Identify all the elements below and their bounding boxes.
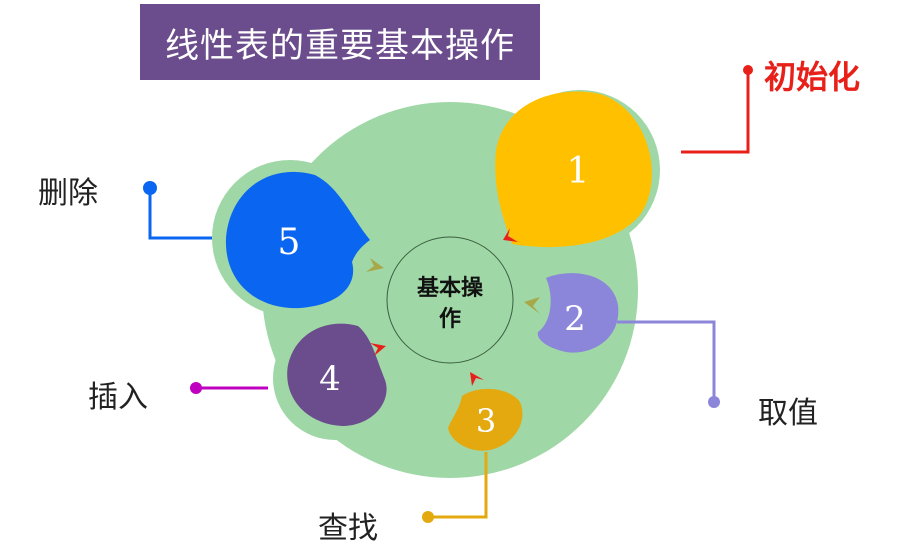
connector-get (617, 320, 716, 402)
connector-find (428, 452, 488, 519)
label-insert: 插入 (88, 380, 148, 415)
bubble-2 (537, 273, 619, 353)
arrow-marker-4 (370, 343, 386, 356)
connector-find-dot (422, 511, 434, 523)
connector-delete-dot (143, 181, 157, 195)
bubble-4 (287, 323, 387, 426)
connector-get-dot (708, 396, 720, 408)
center-text-line1: 基本操 (417, 276, 484, 301)
label-get-value: 取值 (758, 396, 818, 431)
label-init: 初始化 (764, 58, 861, 96)
diagram-title: 线性表的重要基本操作 (140, 4, 540, 80)
connector-init (681, 70, 750, 154)
label-delete: 删除 (38, 176, 98, 211)
bubble-5-number: 5 (278, 222, 301, 263)
arrow-marker-3 (470, 372, 484, 386)
connector-insert-dot (190, 382, 202, 394)
bubble-2-number: 2 (564, 299, 586, 339)
connector-init-dot (743, 65, 753, 75)
bubble-5 (225, 171, 370, 309)
bubble-3 (448, 388, 523, 451)
label-find: 查找 (318, 511, 378, 546)
connector-delete (148, 188, 212, 240)
arrow-marker-5 (366, 258, 384, 272)
bubble-1 (495, 91, 652, 248)
bubble-4-number: 4 (319, 359, 341, 399)
center-text-line2: 作 (439, 307, 461, 332)
arrow-marker-1 (503, 228, 518, 242)
bubble-3-number: 3 (476, 402, 496, 440)
bubble-1-number: 1 (567, 151, 590, 192)
center-circle (386, 236, 514, 364)
arrow-marker-2 (524, 297, 540, 314)
